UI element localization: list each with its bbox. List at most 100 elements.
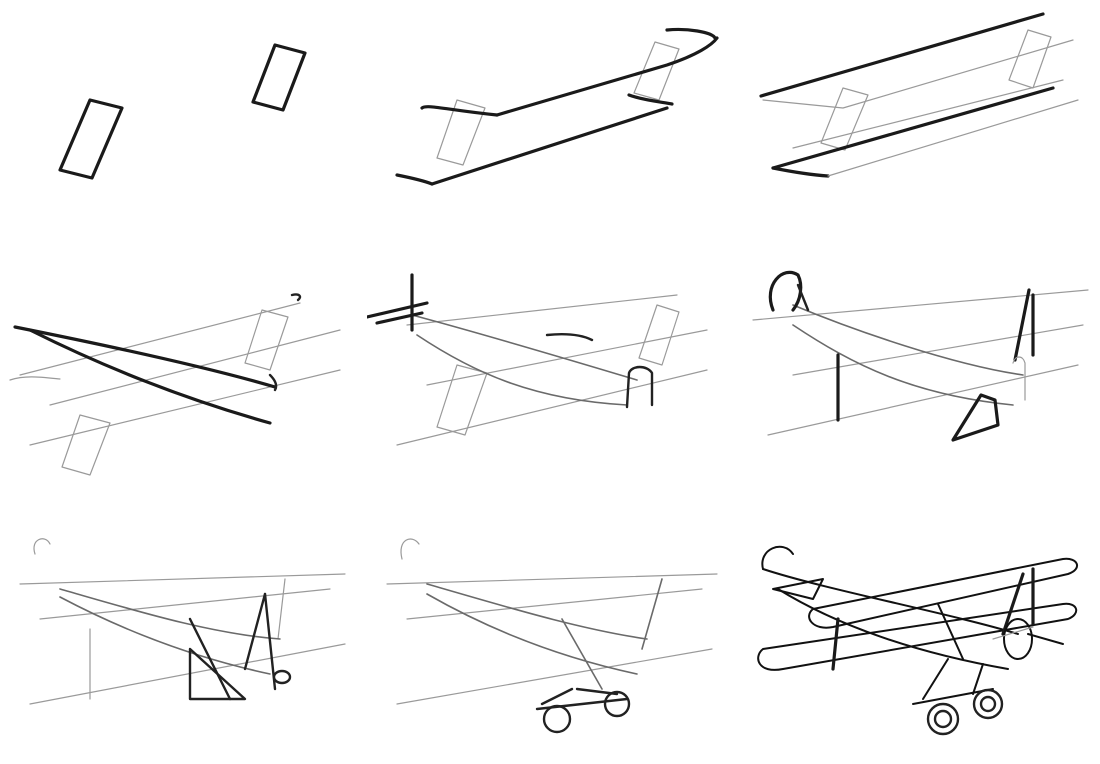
fuselage-bottom bbox=[792, 324, 1014, 406]
cabane-strut-right bbox=[641, 578, 663, 650]
nose-mark bbox=[268, 373, 278, 392]
step-5-drawing bbox=[367, 273, 708, 446]
upper-wing-guide bbox=[762, 39, 1074, 109]
tail-fin-edge bbox=[796, 283, 810, 312]
right-strut-guide bbox=[638, 304, 680, 366]
cabane-strut-left bbox=[561, 618, 603, 690]
fuselage-bottom-line bbox=[28, 328, 272, 425]
mid-guide bbox=[792, 324, 1084, 376]
lower-wing-guide bbox=[396, 369, 708, 446]
fuselage-rib bbox=[545, 333, 594, 342]
wheel-left bbox=[542, 704, 572, 734]
step-4-drawing bbox=[9, 293, 341, 476]
step-8-panel bbox=[367, 509, 734, 764]
upper-wing-guide bbox=[406, 294, 678, 326]
interplane-strut-right-a bbox=[1001, 572, 1025, 636]
wheel-left-hub bbox=[933, 709, 953, 729]
mid-guide bbox=[39, 588, 331, 620]
step-6-drawing bbox=[752, 270, 1089, 442]
lower-wing-guide bbox=[396, 648, 713, 705]
propeller-hub-line bbox=[375, 311, 424, 325]
lower-wing-end bbox=[771, 166, 830, 178]
step-1-drawing bbox=[58, 43, 307, 180]
step-9-panel bbox=[733, 509, 1100, 764]
upper-wing-guide bbox=[386, 573, 718, 585]
right-strut-guide bbox=[244, 309, 289, 371]
gear-strut-right bbox=[972, 663, 984, 695]
left-strut-guide bbox=[820, 87, 869, 151]
step-8-drawing bbox=[386, 538, 718, 734]
wheel-left bbox=[926, 702, 960, 736]
cabane-strut-back bbox=[263, 592, 277, 691]
right-strut bbox=[251, 43, 307, 112]
step-1-panel bbox=[0, 0, 367, 255]
interplane-strut-left bbox=[831, 617, 840, 671]
upper-wing-tip bbox=[665, 27, 717, 40]
step-4-panel bbox=[0, 255, 367, 510]
step-6-panel bbox=[733, 255, 1100, 510]
lower-wing-tip bbox=[627, 93, 674, 106]
engine-cowl bbox=[1003, 618, 1033, 660]
upper-wing-guide bbox=[19, 573, 346, 585]
mid-guide bbox=[406, 588, 703, 620]
lower-wing-guide bbox=[29, 643, 346, 705]
fuselage-top-line bbox=[13, 325, 277, 389]
lower-wing-back-guide bbox=[827, 99, 1079, 177]
wing-tip-guide bbox=[9, 376, 61, 381]
gear-strut-left bbox=[540, 687, 574, 706]
gear-frame bbox=[188, 647, 247, 701]
upper-wing-tip-mark bbox=[290, 293, 302, 302]
propeller-blade-horizontal bbox=[367, 301, 429, 319]
upper-wing-guide bbox=[19, 302, 301, 376]
fuselage-top bbox=[792, 304, 1024, 376]
landing-gear-frame bbox=[951, 393, 1000, 442]
fuselage-bottom bbox=[59, 596, 271, 675]
tail-guide bbox=[400, 538, 420, 560]
fuselage-top bbox=[411, 314, 638, 381]
left-strut bbox=[58, 98, 124, 180]
right-wing-strut-a bbox=[1013, 288, 1031, 362]
mid-guide bbox=[426, 329, 708, 386]
tail-fin bbox=[761, 545, 794, 570]
step-7-panel bbox=[0, 509, 367, 764]
step-2-drawing bbox=[395, 27, 719, 186]
fuselage-detail bbox=[992, 626, 1034, 640]
gear-strut-left bbox=[922, 658, 949, 700]
right-strut-guide bbox=[1008, 29, 1052, 89]
fuselage-top bbox=[762, 568, 1019, 635]
left-strut-guide bbox=[436, 364, 488, 436]
wheel-right bbox=[603, 690, 631, 718]
upper-wing-left-edge bbox=[420, 105, 499, 117]
engine-cowl bbox=[272, 669, 292, 685]
upper-wing-top-line bbox=[759, 12, 1045, 98]
left-strut-guide bbox=[436, 99, 486, 166]
fuselage-top bbox=[426, 583, 648, 640]
fuselage-bottom bbox=[416, 334, 628, 406]
tail-guide bbox=[33, 538, 51, 555]
step-9-drawing bbox=[757, 545, 1078, 736]
step-3-drawing bbox=[759, 12, 1079, 178]
cabane-strut-right bbox=[243, 592, 267, 671]
tail-plane bbox=[772, 578, 824, 600]
left-strut-guide bbox=[61, 414, 111, 476]
upper-wing-guide bbox=[752, 289, 1089, 321]
step-5-panel bbox=[367, 255, 734, 510]
fuselage-bottom bbox=[777, 588, 1009, 670]
upper-wing-front-edge bbox=[495, 36, 719, 117]
lower-wing-front-edge bbox=[430, 106, 669, 186]
step-2-panel bbox=[367, 0, 734, 255]
strut-guide-right bbox=[277, 578, 286, 640]
wheel-right-hub bbox=[979, 695, 997, 713]
propeller-shaft bbox=[1027, 633, 1064, 645]
right-strut-guide bbox=[633, 41, 680, 101]
fuselage-bottom bbox=[426, 593, 638, 675]
lower-wing-top-line bbox=[771, 86, 1055, 170]
mid-guide bbox=[792, 79, 1064, 149]
lower-wing bbox=[757, 602, 1078, 671]
step-7-drawing bbox=[19, 538, 346, 705]
wheel-right bbox=[972, 688, 1004, 720]
engine-guide bbox=[1012, 356, 1026, 401]
lower-wing-guide bbox=[29, 369, 341, 446]
step-3-panel bbox=[733, 0, 1100, 255]
